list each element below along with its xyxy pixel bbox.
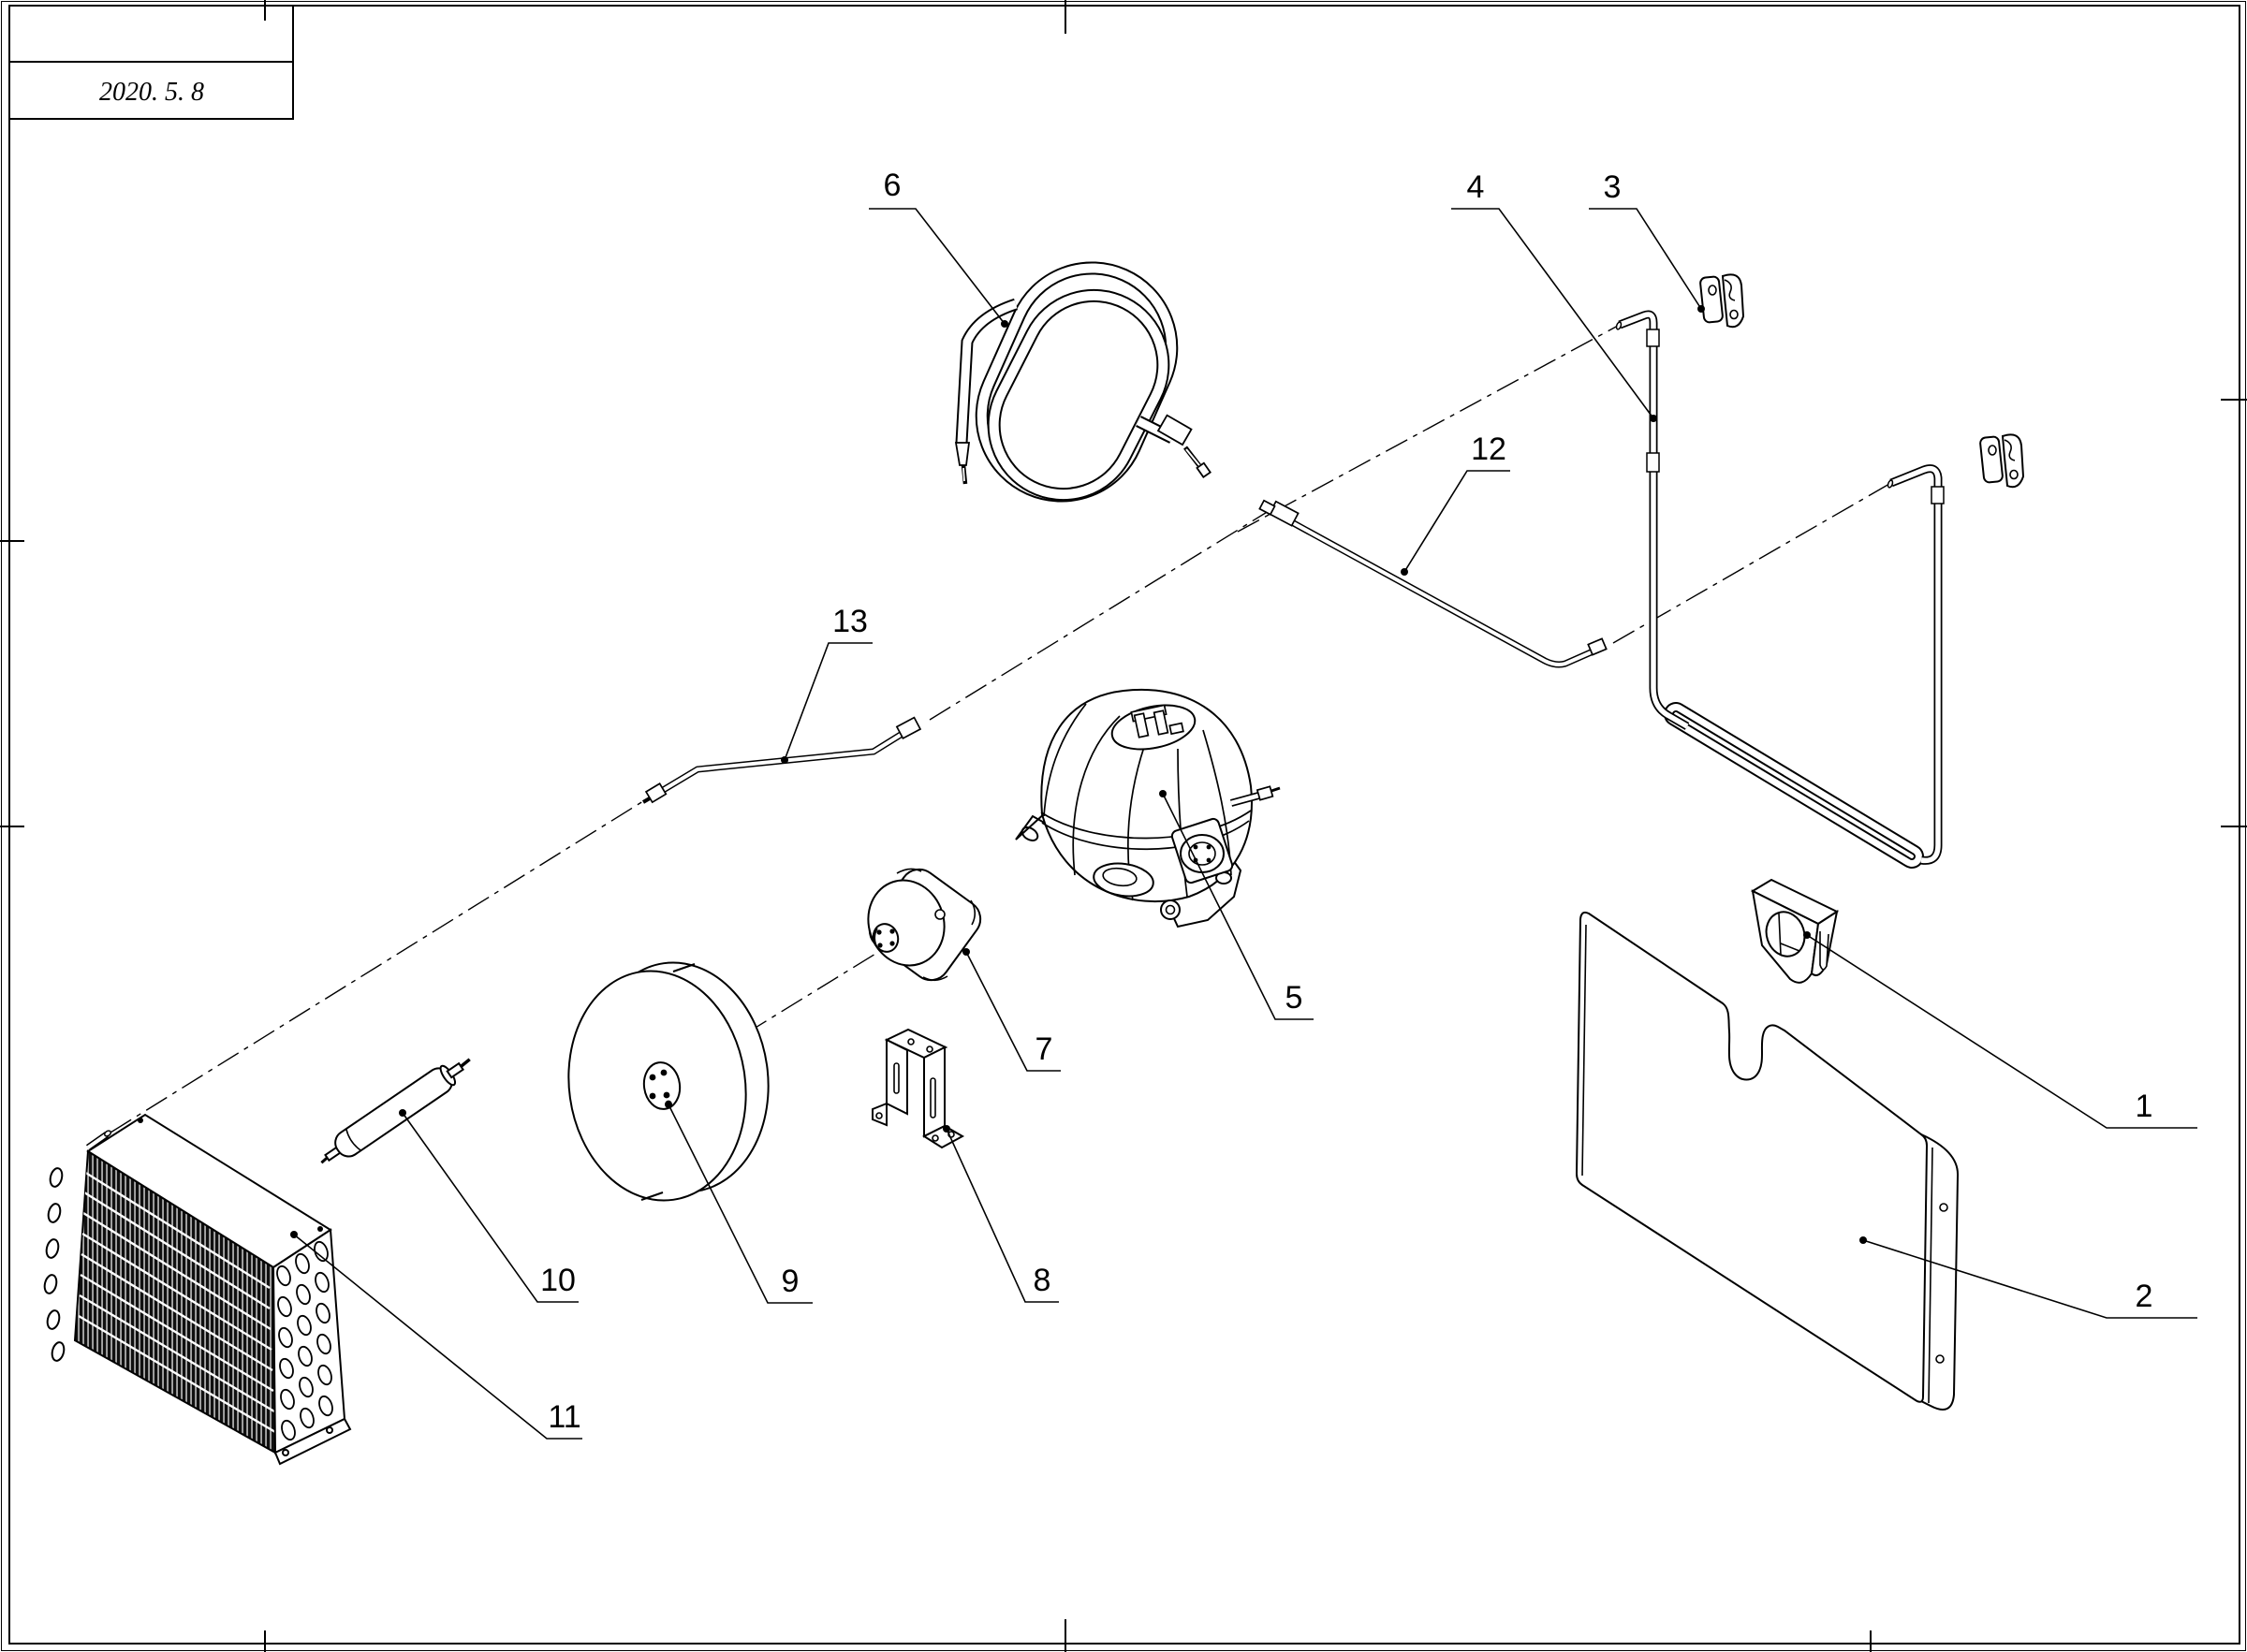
part-10-filter-drier xyxy=(320,1058,471,1164)
part-9-fan-blade xyxy=(567,961,770,1202)
callout-number-12: 12 xyxy=(1471,431,1506,467)
callout-7: 7 xyxy=(962,948,1061,1072)
callout-9: 9 xyxy=(665,1101,813,1304)
callout-13: 13 xyxy=(781,604,873,764)
callout-11: 11 xyxy=(290,1231,582,1440)
coil-right-arm xyxy=(1136,414,1212,479)
condenser-inlet-tube xyxy=(85,1130,112,1150)
callout-number-8: 8 xyxy=(1034,1263,1051,1298)
callout-8: 8 xyxy=(943,1125,1059,1303)
part-5-compressor xyxy=(1015,688,1281,928)
callout-4: 4 xyxy=(1451,169,1657,422)
callout-number-1: 1 xyxy=(2136,1089,2153,1124)
callout-number-9: 9 xyxy=(782,1264,800,1299)
callout-2: 2 xyxy=(1859,1236,2197,1319)
callout-12: 12 xyxy=(1401,431,1510,576)
part-11-condenser xyxy=(43,1113,352,1466)
part-3-clamp-a xyxy=(1699,273,1745,329)
panel-face xyxy=(1575,911,1929,1403)
callout-6: 6 xyxy=(869,168,1008,328)
coil-left-arm xyxy=(954,298,1019,485)
callout-10: 10 xyxy=(399,1109,579,1303)
callout-number-2: 2 xyxy=(2136,1279,2153,1314)
callout-number-11: 11 xyxy=(548,1399,580,1435)
callout-number-10: 10 xyxy=(540,1263,576,1298)
part-3-clamp-b xyxy=(1979,433,2025,489)
part-7-fan-motor xyxy=(867,868,982,982)
condenser-left-loops xyxy=(43,1167,66,1362)
callout-5: 5 xyxy=(1159,790,1314,1020)
date-text: 2020. 5. 8 xyxy=(99,78,204,107)
callout-number-5: 5 xyxy=(1285,980,1303,1016)
part-6-condenser-coil xyxy=(954,261,1212,503)
callout-3: 3 xyxy=(1589,169,1705,313)
callout-number-6: 6 xyxy=(884,168,902,203)
part-1-bracket xyxy=(1750,878,1840,984)
title-block: 2020. 5. 8 xyxy=(8,5,294,120)
compressor-connector xyxy=(1170,817,1234,884)
condenser-side-loops xyxy=(276,1240,333,1441)
callout-number-4: 4 xyxy=(1467,169,1485,205)
callout-number-13: 13 xyxy=(832,604,868,639)
part-4-tube-assembly xyxy=(1615,310,1945,869)
callout-number-3: 3 xyxy=(1604,169,1622,205)
callout-number-7: 7 xyxy=(1035,1031,1053,1067)
part-2-panel xyxy=(1575,911,1960,1411)
compressor-discharge-tube xyxy=(1229,785,1281,807)
compressor-top-clip xyxy=(1130,704,1184,738)
part-12-capillary-tube xyxy=(1258,499,1608,668)
callout-1: 1 xyxy=(1803,931,2197,1129)
